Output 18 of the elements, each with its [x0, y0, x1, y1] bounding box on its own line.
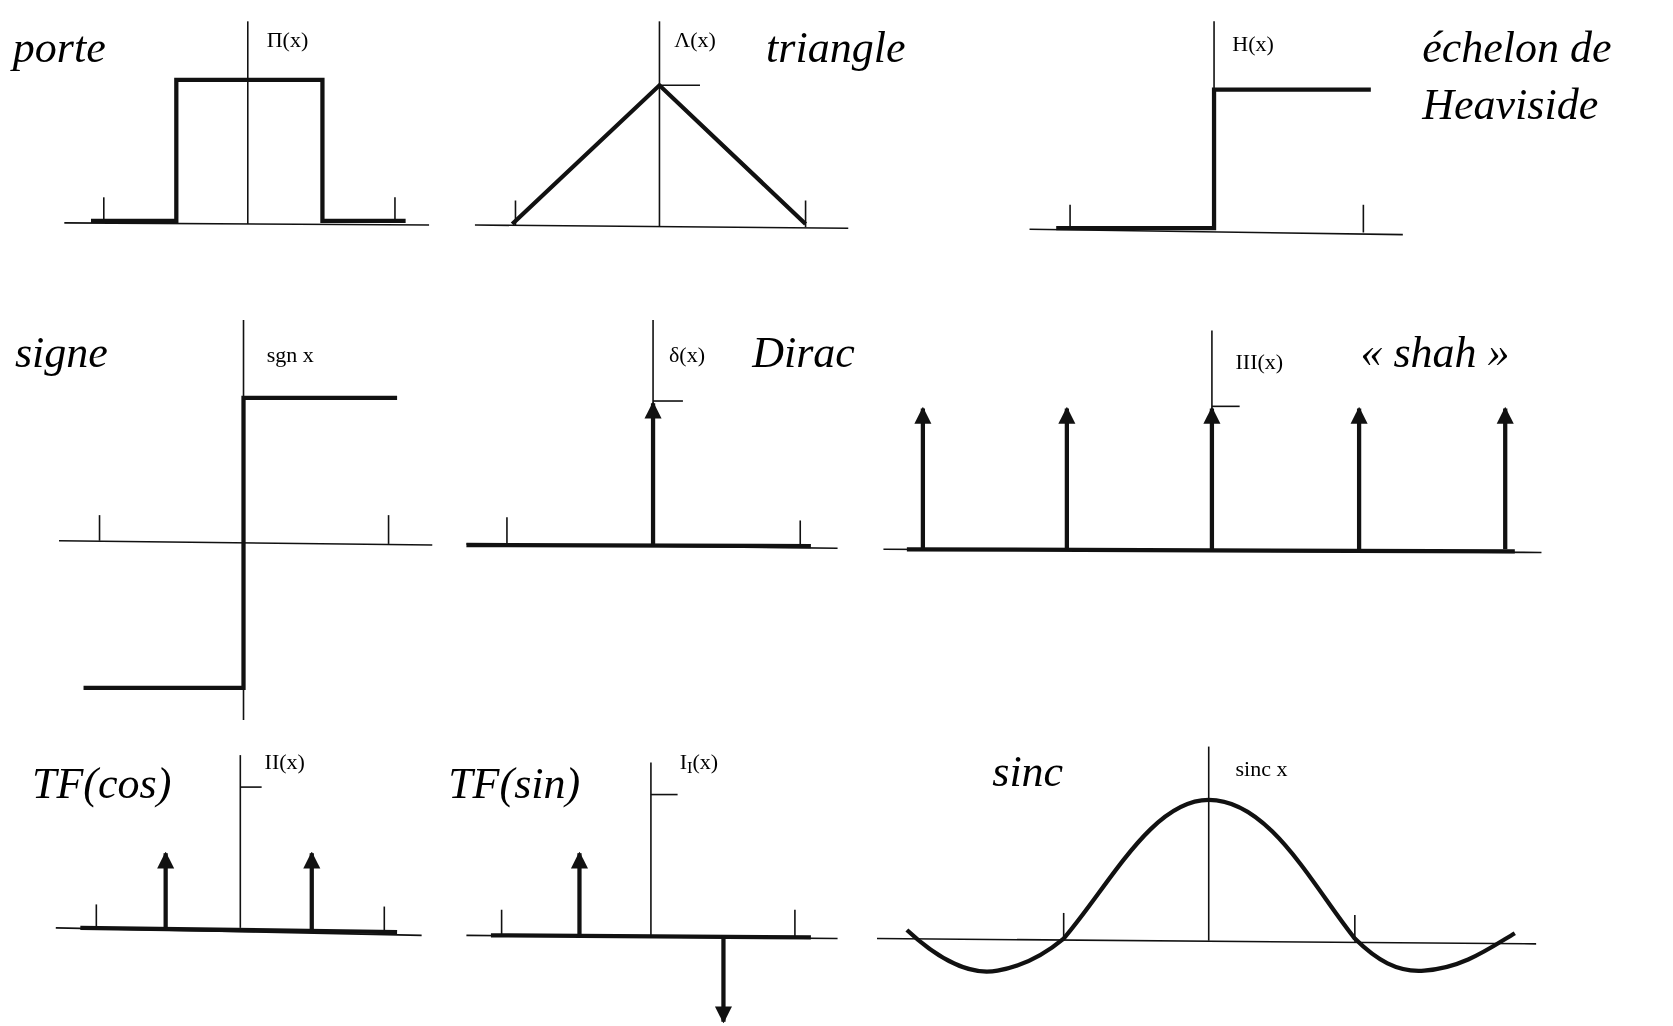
function-name-label: « shah » — [1360, 327, 1510, 380]
function-name-label: Dirac — [752, 327, 855, 380]
formula-label: I$_{I}$(x) — [679, 747, 719, 776]
function-name-label: signe — [14, 327, 108, 380]
formula-label: Λ(x) — [674, 25, 716, 54]
formula-label: Π(x) — [266, 25, 309, 54]
formula-label: sinc x — [1235, 755, 1288, 783]
function-name-label: TF(cos) — [32, 758, 172, 811]
function-name-label: échelon de Heaviside — [1422, 22, 1613, 132]
function-name-label: TF(sin) — [448, 758, 581, 811]
formula-label: III(x) — [1235, 347, 1284, 376]
function-name-label: triangle — [766, 22, 906, 75]
function-name-label: sinc — [992, 745, 1064, 798]
formula-label: II(x) — [264, 747, 305, 776]
formula-label: H(x) — [1232, 29, 1274, 58]
formula-label: δ(x) — [669, 341, 705, 369]
formula-label: sgn x — [266, 341, 314, 369]
function-name-label: porte — [12, 22, 106, 75]
